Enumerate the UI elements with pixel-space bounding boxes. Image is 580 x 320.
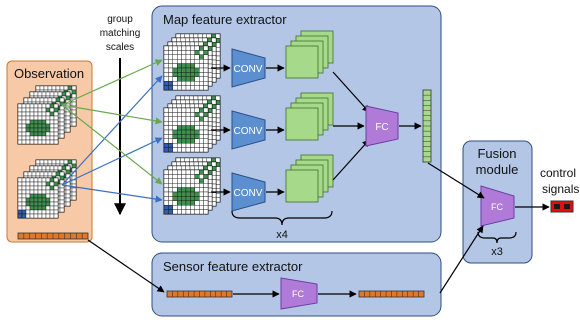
control-signal-cell xyxy=(564,204,570,209)
sensor-output-bar xyxy=(358,290,425,298)
group-scales-line3: scales xyxy=(106,42,134,53)
sensor-extractor-title: Sensor feature extractor xyxy=(163,259,303,274)
feature-map-stack xyxy=(285,154,334,203)
arrow-sensor-to-fusion xyxy=(439,225,484,294)
control-line1: control xyxy=(540,166,576,180)
conv-block: CONV xyxy=(231,110,266,150)
group-arrow-blue xyxy=(61,75,163,186)
observation-grid-bottom xyxy=(17,177,59,219)
x3-label: x3 xyxy=(491,246,503,258)
control-line2: signals xyxy=(542,182,579,196)
conv-label: CONV xyxy=(234,126,263,137)
arrow-features-to-fc xyxy=(332,71,370,113)
observation-sensor-bar xyxy=(17,232,89,240)
observation-title: Observation xyxy=(14,66,84,81)
sensor-input-bar xyxy=(166,290,233,298)
control-signal-cell xyxy=(554,204,560,209)
map-extractor-title: Map feature extractor xyxy=(163,12,287,27)
sensor-fc-block xyxy=(280,277,318,310)
group-arrow-blue xyxy=(61,184,163,203)
fusion-title-line2: module xyxy=(476,162,519,177)
group-scales-line2: matching xyxy=(100,28,141,39)
arrow-obs-to-sensor xyxy=(87,239,165,293)
map-fc-block xyxy=(365,105,399,147)
x3-brace xyxy=(477,231,517,244)
conv-label: CONV xyxy=(234,64,263,75)
fusion-fc-block xyxy=(480,185,515,227)
arrow-features-to-fc xyxy=(332,139,370,181)
arrow-vector-to-fusion xyxy=(427,162,485,199)
control-signal-box xyxy=(550,200,574,213)
map-input-grid-row2 xyxy=(163,107,209,153)
conv-block: CONV xyxy=(231,48,266,88)
observation-grid-top xyxy=(17,103,59,145)
map-fc-label: FC xyxy=(375,122,388,133)
group-arrow-green xyxy=(61,104,163,185)
x4-brace xyxy=(231,210,333,226)
fusion-fc-label: FC xyxy=(491,202,503,212)
feature-map-stack xyxy=(285,30,334,79)
feature-map-stack xyxy=(285,92,334,141)
fusion-title-line1: Fusion xyxy=(477,146,516,161)
x4-label: x4 xyxy=(276,229,288,241)
conv-label: CONV xyxy=(234,188,263,199)
conv-block: CONV xyxy=(231,172,266,212)
group-arrow-green xyxy=(61,104,163,125)
group-arrow-blue xyxy=(61,137,163,186)
map-input-grid-row3 xyxy=(163,169,209,215)
group-arrow-green xyxy=(61,59,163,106)
group-scales-line1: group xyxy=(107,14,133,25)
map-feature-vector xyxy=(422,89,432,163)
sensor-fc-label: FC xyxy=(292,289,304,299)
map-input-grid-row1 xyxy=(163,45,209,91)
